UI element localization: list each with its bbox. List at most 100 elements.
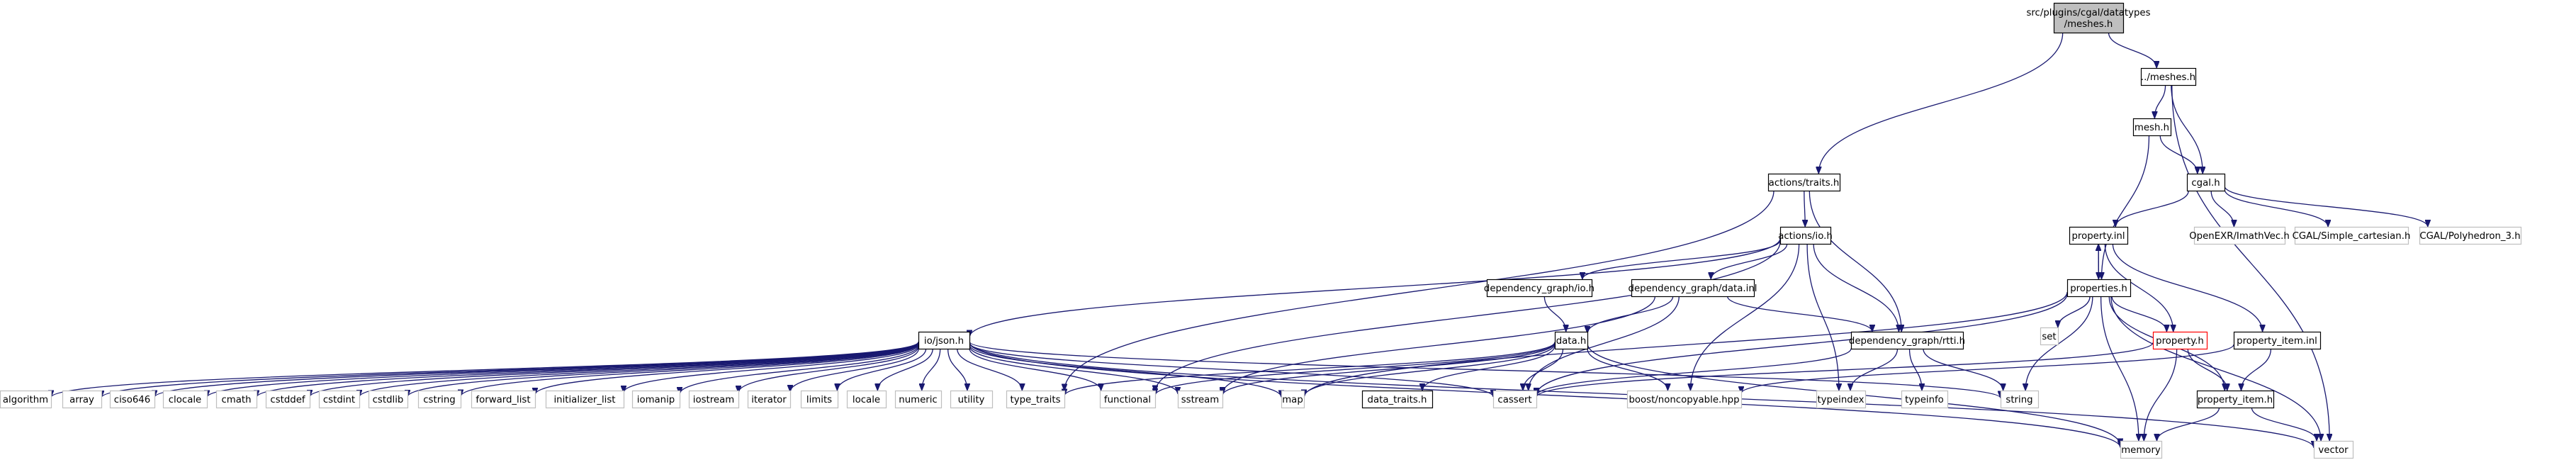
edge-io_json-to-cstddef (310, 342, 919, 398)
edge-property_item_h-to-vector (2251, 407, 2317, 442)
edge-io_json-to-memory (969, 342, 2120, 447)
edge-cgal-to-cgal_cart (2224, 189, 2328, 228)
edge-io_json-to-cstdlib (407, 342, 919, 398)
node-label: cmath (221, 395, 251, 405)
edge-io_json-to-cassert (969, 342, 1493, 398)
node-box (1767, 173, 1841, 192)
node-box (2152, 331, 2208, 350)
node-label: properties.h (2070, 284, 2127, 294)
edge-property_item_h-to-memory (2157, 407, 2220, 442)
node-box (1816, 390, 1867, 409)
node-property_item_inl[interactable]: property_item.inl (2233, 331, 2322, 350)
node-box (894, 390, 943, 409)
node-label: typeinfo (1905, 395, 1944, 405)
edge-properties-to-string (2025, 296, 2093, 391)
node-label: utility (958, 395, 985, 405)
node-dg_io[interactable]: dependency_graph/io.h (1484, 279, 1594, 298)
edge-actions_io-to-dg_io (1582, 240, 1781, 280)
node-cgal[interactable]: cgal.h (2186, 173, 2226, 192)
node-dg_data_inl[interactable]: dependency_graph/data.inl (1629, 279, 1757, 298)
node-box (2140, 67, 2197, 86)
edge-io_json-to-numeric (922, 348, 941, 391)
node-dg_rtti[interactable]: dependency_graph/rtti.h (1849, 331, 1965, 350)
node-box (1486, 279, 1593, 298)
node-parent_meshes[interactable]: ../meshes.h (2140, 67, 2197, 86)
node-box (950, 390, 994, 409)
edge-data_h-to-functional (1155, 342, 1556, 396)
node-mesh[interactable]: mesh.h (2132, 118, 2172, 137)
edge-dg_data_inl-to-cassert (1529, 296, 1680, 391)
node-data_traits[interactable]: data_traits.h (1361, 390, 1434, 409)
node-box (162, 390, 208, 409)
node-label: ciso646 (114, 395, 150, 405)
node-box (631, 390, 681, 409)
node-cgal_poly: CGAL/Polyhedron_3.h (2419, 226, 2522, 245)
node-label: property.inl (2071, 231, 2125, 242)
node-box (1177, 390, 1224, 409)
node-label: ../meshes.h (2141, 72, 2195, 83)
edge-cgal-to-cgal_poly (2224, 186, 2428, 228)
node-box (215, 390, 258, 409)
edge-io_json-to-locale (877, 348, 933, 391)
node-typeinfo: typeinfo (1901, 390, 1949, 409)
node-label: /meshes.h (2064, 19, 2113, 30)
node-label: cstdint (323, 395, 355, 405)
node-actions_io[interactable]: actions/io.h (1778, 226, 1833, 245)
node-box (688, 390, 740, 409)
node-iterator: iterator (747, 390, 792, 409)
node-cstddef: cstddef (265, 390, 311, 409)
node-box (1554, 331, 1589, 350)
node-box (1901, 390, 1949, 409)
edge-io_json-to-iomanip (680, 345, 919, 395)
node-label: map (1282, 395, 1303, 405)
node-box (1626, 390, 1743, 409)
edge-io_json-to-functional (969, 348, 1101, 391)
node-actions_traits[interactable]: actions/traits.h (1767, 173, 1841, 192)
node-map: map (1281, 390, 1305, 409)
node-box (2000, 390, 2040, 409)
node-label: clocale (169, 395, 201, 405)
edge-io_json-to-cstdint (359, 342, 919, 398)
node-string: string (2000, 390, 2040, 409)
node-label: sstream (1181, 395, 1220, 405)
edge-property_inl-to-property_item_inl (2112, 243, 2262, 332)
edge-properties-to-set (2058, 296, 2091, 328)
node-label: locale (853, 395, 880, 405)
edge-mesh-to-cgal (2159, 135, 2198, 174)
node-property_h[interactable]: property.h (2152, 331, 2208, 350)
edge-cgal-to-property_inl (2115, 190, 2189, 228)
node-locale: locale (846, 390, 887, 409)
node-label: data.h (1556, 336, 1587, 347)
node-box (1850, 331, 1964, 350)
node-cassert: cassert (1492, 390, 1538, 409)
edge-parent_meshes-to-mesh (2154, 84, 2166, 118)
nodes-layer: src/plugins/cgal/datatypes/meshes.h ../me… (0, 2, 2522, 459)
edge-io_json-to-initializer_list (624, 344, 919, 393)
node-typeindex: typeindex (1816, 390, 1867, 409)
node-data_h[interactable]: data.h (1554, 331, 1589, 350)
node-array: array (62, 390, 103, 409)
node-properties[interactable]: properties.h (2066, 279, 2132, 298)
edge-data_h-to-cassert (1523, 348, 1564, 391)
node-utility: utility (950, 390, 994, 409)
node-cstdlib: cstdlib (368, 390, 409, 409)
node-io_json[interactable]: io/json.h (918, 331, 971, 350)
node-property_item_h[interactable]: property_item.h (2196, 390, 2275, 409)
edge-io_json-to-string (969, 341, 2001, 399)
node-box (2233, 331, 2322, 350)
node-iostream: iostream (688, 390, 740, 409)
node-clocale: clocale (162, 390, 208, 409)
edge-io_json-to-algorithm (51, 341, 919, 398)
node-box (1099, 390, 1157, 409)
node-box (1281, 390, 1305, 409)
node-label: iostream (693, 395, 734, 405)
node-label: forward_list (476, 395, 530, 405)
node-box (2069, 226, 2129, 245)
edge-io_json-to-cmath (257, 342, 919, 398)
edge-property_inl-to-property_h (2104, 243, 2173, 332)
node-root[interactable]: src/plugins/cgal/datatypes/meshes.h (2026, 2, 2151, 34)
node-property_inl[interactable]: property.inl (2069, 226, 2129, 245)
node-label: data_traits.h (1368, 395, 1427, 405)
edge-data_h-to-map (1304, 343, 1556, 397)
